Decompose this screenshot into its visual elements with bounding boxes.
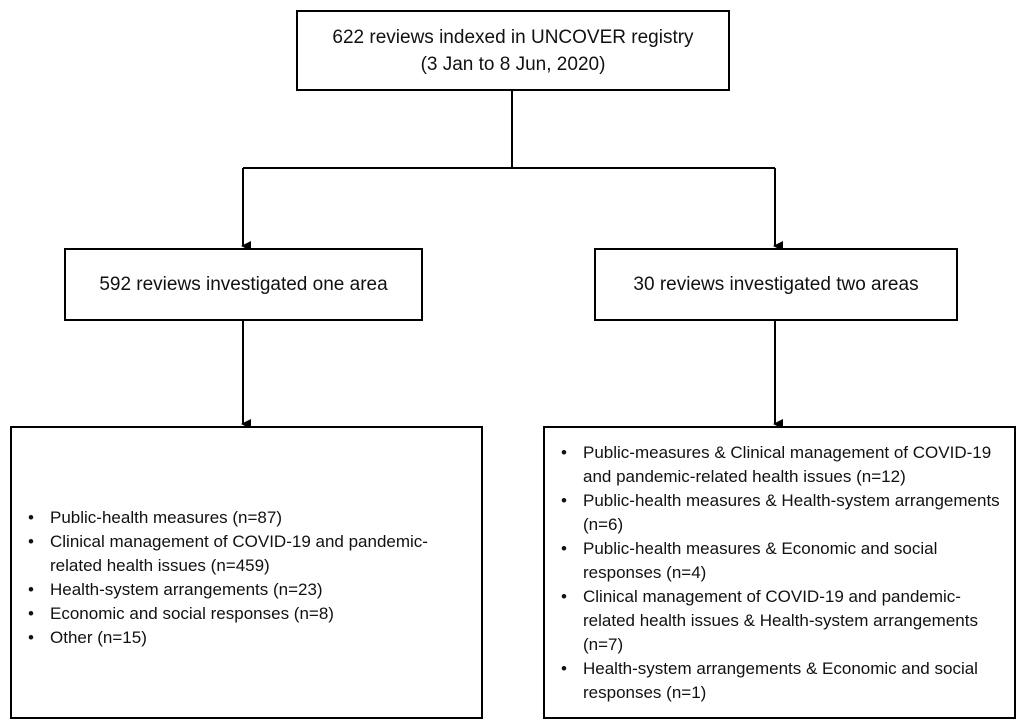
registry-total-line2: (3 Jan to 8 Jun, 2020)	[420, 53, 606, 75]
two-areas-list: Public-measures & Clinical management of…	[545, 441, 1014, 705]
registry-total-line1: 622 reviews indexed in UNCOVER registry	[332, 26, 694, 48]
one-area-title: 592 reviews investigated one area	[99, 273, 388, 295]
list-item: Clinical management of COVID-19 and pand…	[28, 530, 461, 578]
list-item: Health-system arrangements & Economic an…	[561, 657, 1004, 705]
two-areas-box: 30 reviews investigated two areas	[594, 248, 958, 321]
list-item: Public-measures & Clinical management of…	[561, 441, 1004, 489]
two-areas-title: 30 reviews investigated two areas	[633, 273, 919, 295]
one-area-box: 592 reviews investigated one area	[64, 248, 423, 321]
list-item: Public-health measures (n=87)	[28, 506, 461, 530]
list-item: Other (n=15)	[28, 626, 461, 650]
list-item: Economic and social responses (n=8)	[28, 602, 461, 626]
one-area-list: Public-health measures (n=87) Clinical m…	[12, 506, 481, 650]
one-area-list-box: Public-health measures (n=87) Clinical m…	[10, 426, 483, 719]
list-item: Clinical management of COVID-19 and pand…	[561, 585, 1004, 657]
two-areas-list-box: Public-measures & Clinical management of…	[543, 426, 1016, 719]
list-item: Health-system arrangements (n=23)	[28, 578, 461, 602]
list-item: Public-health measures & Health-system a…	[561, 489, 1004, 537]
registry-total-box: 622 reviews indexed in UNCOVER registry …	[296, 10, 730, 91]
list-item: Public-health measures & Economic and so…	[561, 537, 1004, 585]
registry-total-text: 622 reviews indexed in UNCOVER registry …	[332, 24, 693, 78]
